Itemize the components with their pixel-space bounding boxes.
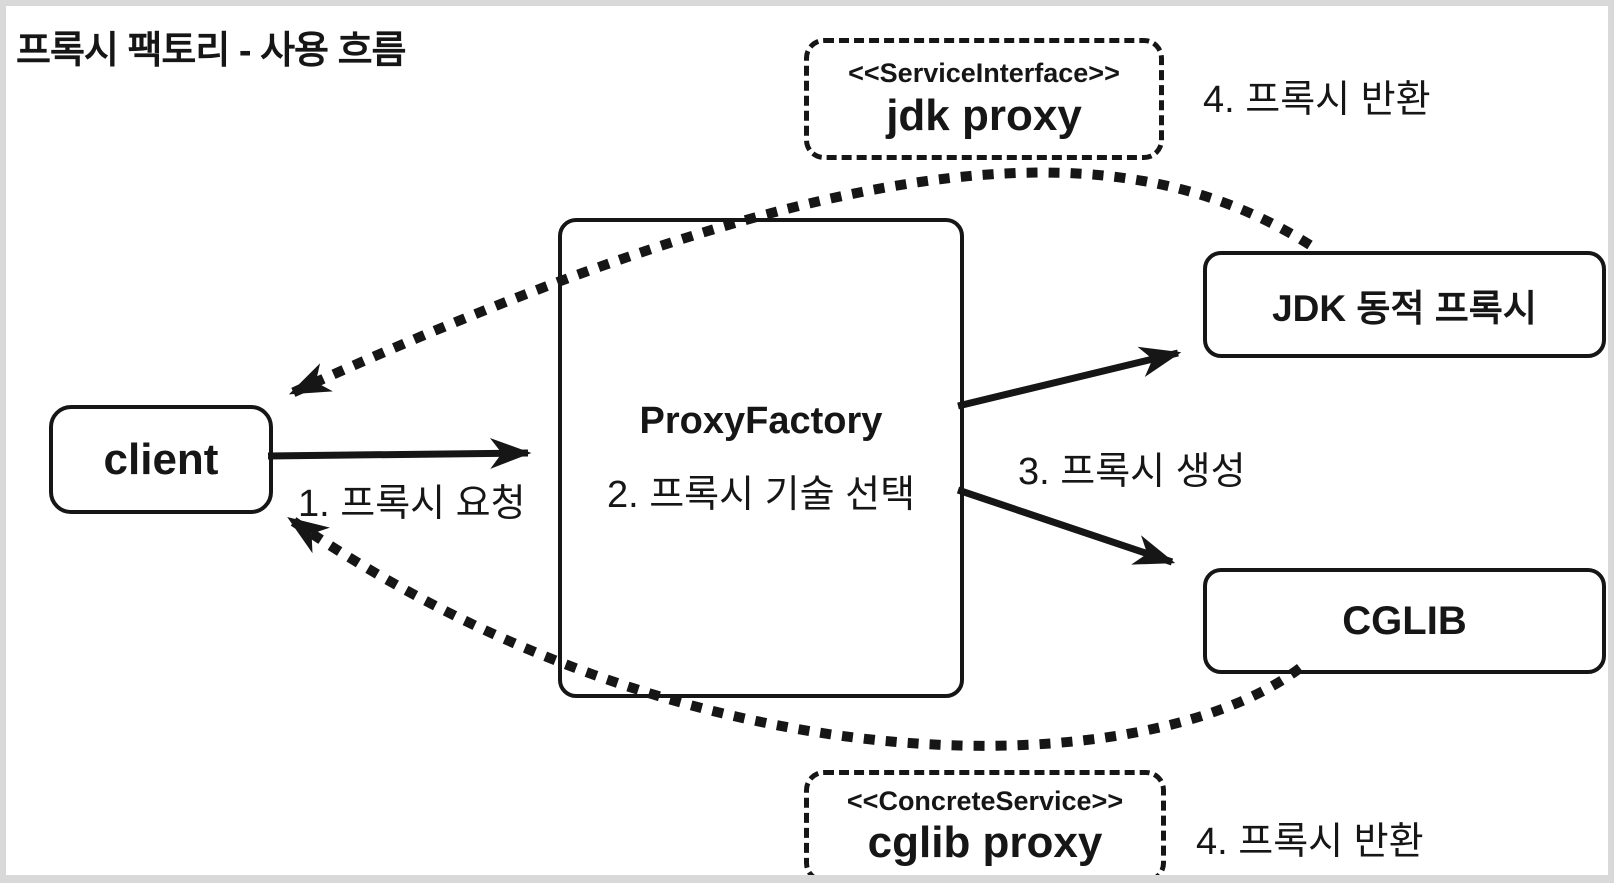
jdk-proxy-stereotype-box: <<ServiceInterface>> jdk proxy [804, 38, 1164, 160]
edge-label-proxy-return-top: 4. 프록시 반환 [1203, 79, 1431, 121]
proxy-factory-node-content: ProxyFactory 2. 프록시 기술 선택 [607, 398, 915, 518]
proxy-factory-node-step: 2. 프록시 기술 선택 [606, 474, 916, 516]
arrow-proxyfactory-to-cglib [956, 486, 1176, 566]
jdk-dynamic-proxy-node-label: JDK 동적 프록시 [1272, 287, 1537, 329]
jdk-dynamic-proxy-node: JDK 동적 프록시 [1203, 251, 1606, 358]
cglib-node-label: CGLIB [1342, 598, 1467, 643]
edge-label-proxy-request: 1. 프록시 요청 [298, 483, 526, 525]
proxy-factory-node: ProxyFactory 2. 프록시 기술 선택 [558, 218, 964, 698]
cglib-proxy-label: cglib proxy [867, 818, 1103, 868]
cglib-proxy-stereotype-box: <<ConcreteService>> cglib proxy [804, 770, 1166, 875]
arrow-proxyfactory-to-jdk [957, 346, 1182, 410]
cglib-proxy-stereotype: <<ConcreteService>> [846, 785, 1124, 816]
jdk-proxy-stereotype: <<ServiceInterface>> [848, 58, 1120, 89]
cglib-node: CGLIB [1203, 568, 1606, 674]
client-node: client [49, 405, 273, 514]
edge-label-proxy-create: 3. 프록시 생성 [1018, 451, 1246, 493]
diagram-title: 프록시 팩토리 - 사용 흐름 [16, 30, 406, 72]
arrow-client-to-proxyfactory [267, 437, 532, 469]
jdk-proxy-label: jdk proxy [886, 90, 1082, 140]
edge-label-proxy-return-bottom: 4. 프록시 반환 [1196, 821, 1424, 863]
proxy-factory-node-title: ProxyFactory [639, 400, 883, 442]
client-node-label: client [103, 434, 219, 484]
